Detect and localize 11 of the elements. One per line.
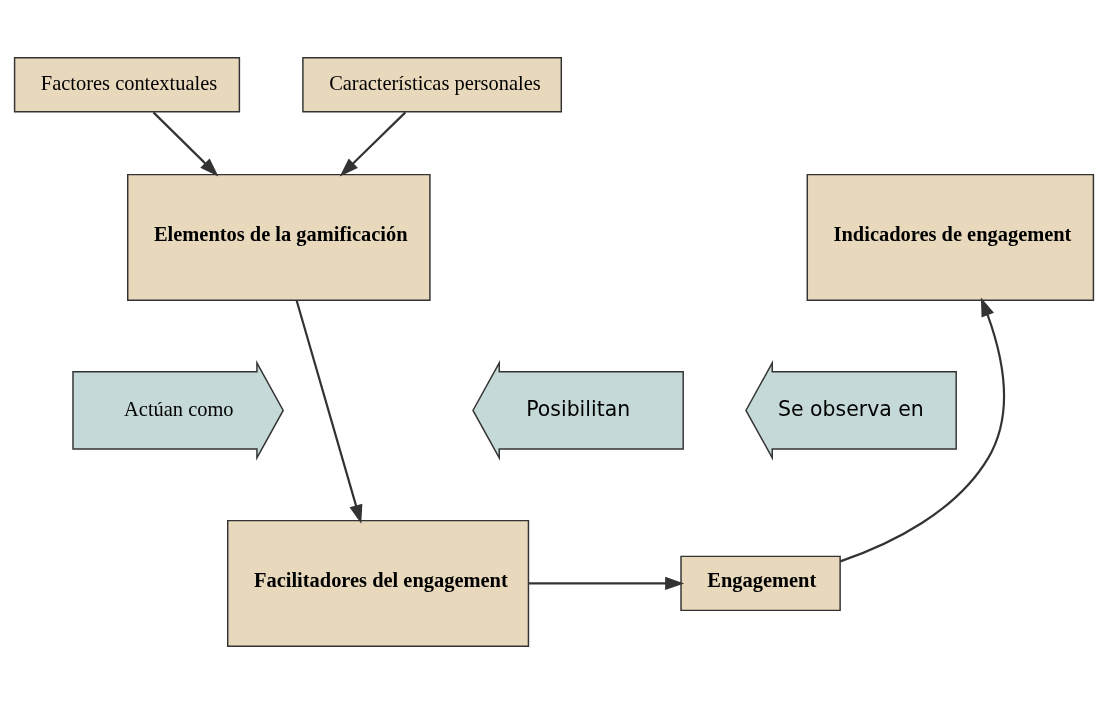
node-box: Factores contextuales	[13, 57, 241, 113]
node-box: Características personales	[302, 57, 563, 113]
arrow	[339, 111, 407, 177]
node-box: Facilitadores del engagement	[227, 519, 530, 647]
arrow	[839, 297, 1005, 563]
arrow	[152, 111, 219, 177]
arrow	[528, 576, 685, 591]
node-box: Engagement	[680, 555, 841, 612]
arrow	[295, 299, 363, 524]
node-box: Indicadores de engagement	[806, 173, 1095, 301]
node-box: Elementos de la gamificación	[127, 173, 431, 301]
